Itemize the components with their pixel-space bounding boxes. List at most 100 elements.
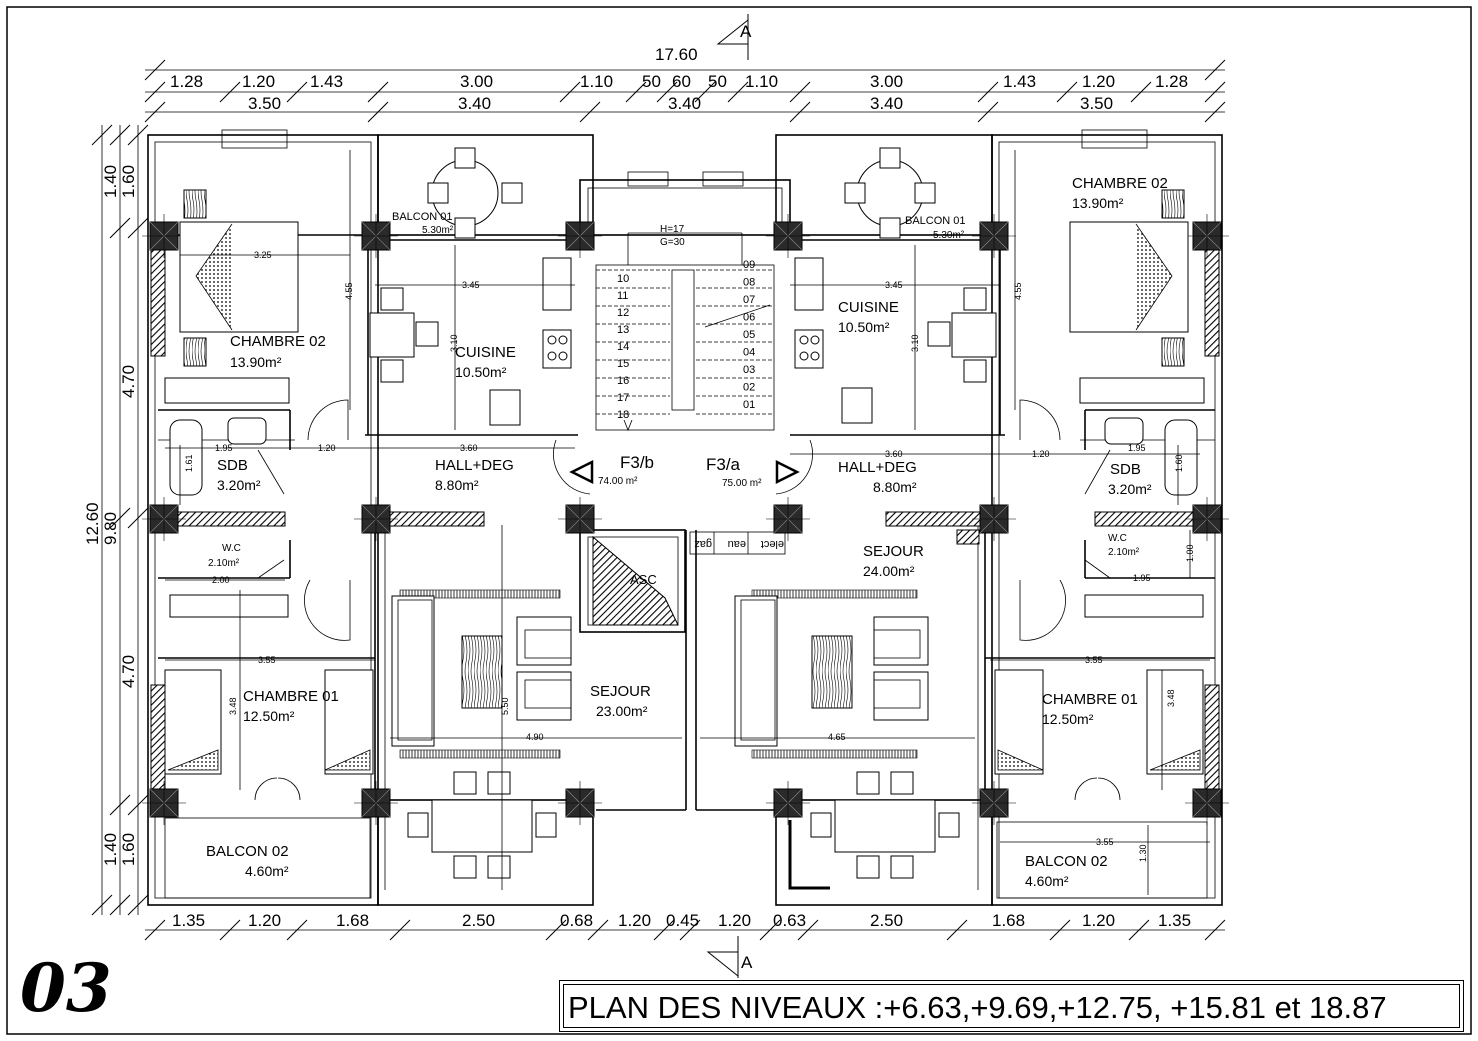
dim-bottom-5: 1.20 xyxy=(618,911,651,930)
dim-bottom-11: 1.20 xyxy=(1082,911,1115,930)
room-hall-area: 8.80m² xyxy=(435,477,479,493)
section-mark-bottom: A xyxy=(706,936,753,978)
room-sejour-name: SEJOUR xyxy=(590,683,651,700)
dim-top-1-4: 1.10 xyxy=(580,72,613,91)
dim-chambre02-width: 3.25 xyxy=(254,250,272,260)
svg-text:elect: elect xyxy=(761,538,784,550)
service-shafts: gaz eau elect xyxy=(694,532,784,554)
dim-top-1-8: 1.10 xyxy=(745,72,778,91)
dim-wc-r-depth: 1.00 xyxy=(1185,544,1195,562)
room-r-sdb-name: SDB xyxy=(1110,461,1141,478)
dim-top-1-5: 50 xyxy=(642,72,661,91)
sheet-border xyxy=(6,6,1472,1035)
dim-balcon02-r-depth: 1.30 xyxy=(1138,844,1148,862)
apt-left-area: 74.00 m² xyxy=(598,476,638,487)
room-r-hall-name: HALL+DEG xyxy=(838,459,917,476)
dim-chambre01-r-width: 3.55 xyxy=(1085,655,1103,665)
left-overall-dim: 12.60 xyxy=(83,502,102,545)
room-wc-name: W.C xyxy=(222,543,241,554)
room-r-hall-area: 8.80m² xyxy=(873,479,917,495)
dim-chambre01-depth: 3.48 xyxy=(228,697,238,715)
dim-wc-r-width: 1.95 xyxy=(1133,573,1151,583)
room-r-cuisine-area: 10.50m² xyxy=(838,319,890,335)
dim-bottom-12: 1.35 xyxy=(1158,911,1191,930)
dim-balcon02-r-width: 3.55 xyxy=(1096,837,1114,847)
room-r-balcon01-name: BALCON 01 xyxy=(905,215,966,227)
stair-step-right: 05 xyxy=(743,329,755,341)
room-r-sejour-name: SEJOUR xyxy=(863,543,924,560)
dim-bottom-6: 0.45 xyxy=(666,911,699,930)
apt-right-area: 75.00 m² xyxy=(722,478,762,489)
dim-top-1-7: 50 xyxy=(708,72,727,91)
stair-step-left: 12 xyxy=(617,307,629,319)
dim-top-1-0: 1.28 xyxy=(170,72,203,91)
stair-step-left: 10 xyxy=(617,273,629,285)
dim-sdb-width: 1.95 xyxy=(215,443,233,453)
room-sdb-area: 3.20m² xyxy=(217,477,261,493)
section-mark-top: A xyxy=(716,14,752,60)
dim-top-1-2: 1.43 xyxy=(310,72,343,91)
dim-top-2-4: 3.50 xyxy=(1080,94,1113,113)
room-r-chambre01-name: CHAMBRE 01 xyxy=(1042,691,1138,708)
svg-text:A: A xyxy=(740,22,752,41)
stair-step-left: 15 xyxy=(617,358,629,370)
stair-step-right: 02 xyxy=(743,382,755,394)
room-hall-name: HALL+DEG xyxy=(435,457,514,474)
dim-bottom-0: 1.35 xyxy=(172,911,205,930)
dim-wc-width: 2.00 xyxy=(212,575,230,585)
room-balcon02-area: 4.60m² xyxy=(245,863,289,879)
left-dimension-lines xyxy=(91,124,149,916)
room-balcon01-name: BALCON 01 xyxy=(392,211,453,223)
room-balcon01-area: 5.30m² xyxy=(422,225,454,236)
dim-kitchen-width: 3.45 xyxy=(462,280,480,290)
room-labels-left: BALCON 01 5.30m² CHAMBRE 02 13.90m² CUIS… xyxy=(206,211,651,879)
room-r-wc-area: 2.10m² xyxy=(1108,547,1140,558)
dim-top-2-0: 3.50 xyxy=(248,94,281,113)
furniture-left xyxy=(164,147,572,899)
dim-bottom-1: 1.20 xyxy=(248,911,281,930)
dim-bottom-4: 0.68 xyxy=(560,911,593,930)
dim-sdb-r-width: 1.95 xyxy=(1128,443,1146,453)
room-r-balcon02-area: 4.60m² xyxy=(1025,873,1069,889)
room-r-cuisine-name: CUISINE xyxy=(838,299,899,316)
bottom-dimension-line xyxy=(144,919,1226,941)
dim-chambre02-r-depth: 4.55 xyxy=(1013,282,1023,300)
stair-step-left: 14 xyxy=(617,341,629,353)
stair-step-right: 09 xyxy=(743,259,755,271)
dim-bottom-7: 1.20 xyxy=(718,911,751,930)
dim-sejour-r-width: 4.65 xyxy=(828,732,846,742)
room-sejour-area: 23.00m² xyxy=(596,703,648,719)
dim-left-seg-4: 1.40 xyxy=(101,833,120,866)
dim-left-seg-5: 1.60 xyxy=(119,833,138,866)
room-sdb-name: SDB xyxy=(217,457,248,474)
room-cuisine-area: 10.50m² xyxy=(455,364,507,380)
dim-kitchen-r-width: 3.45 xyxy=(885,280,903,290)
stair-going: G=30 xyxy=(660,237,685,248)
dim-top-2-2: 3.40 xyxy=(668,94,701,113)
dim-hall-r-b: 3.60 xyxy=(885,449,903,459)
room-r-balcon01-area: 5.30m² xyxy=(933,230,965,241)
stair-step-right: 06 xyxy=(743,312,755,324)
dim-kitchen-depth: 3.10 xyxy=(449,334,459,352)
dim-left-seg-2: 4.70 xyxy=(119,365,138,398)
dim-left-seg-3: 4.70 xyxy=(119,655,138,688)
stair-step-right: 07 xyxy=(743,294,755,306)
room-r-sejour-area: 24.00m² xyxy=(863,563,915,579)
dim-top-1-1: 1.20 xyxy=(242,72,275,91)
apt-left-name: F3/b xyxy=(620,453,654,472)
lift-label: ASC xyxy=(630,572,657,587)
dim-top-1-12: 1.28 xyxy=(1155,72,1188,91)
apt-right-name: F3/a xyxy=(706,455,741,474)
room-r-chambre01-area: 12.50m² xyxy=(1042,711,1094,727)
dim-top-1-6: 60 xyxy=(672,72,691,91)
room-labels-right: BALCON 01 5.30m² CHAMBRE 02 13.90m² CUIS… xyxy=(838,175,1168,889)
dim-kitchen-r-depth: 3.10 xyxy=(910,334,920,352)
room-r-sdb-area: 3.20m² xyxy=(1108,481,1152,497)
exterior-walls xyxy=(147,129,1223,906)
dim-left-seg-1: 1.60 xyxy=(119,165,138,198)
dim-sejour-width: 4.90 xyxy=(526,732,544,742)
